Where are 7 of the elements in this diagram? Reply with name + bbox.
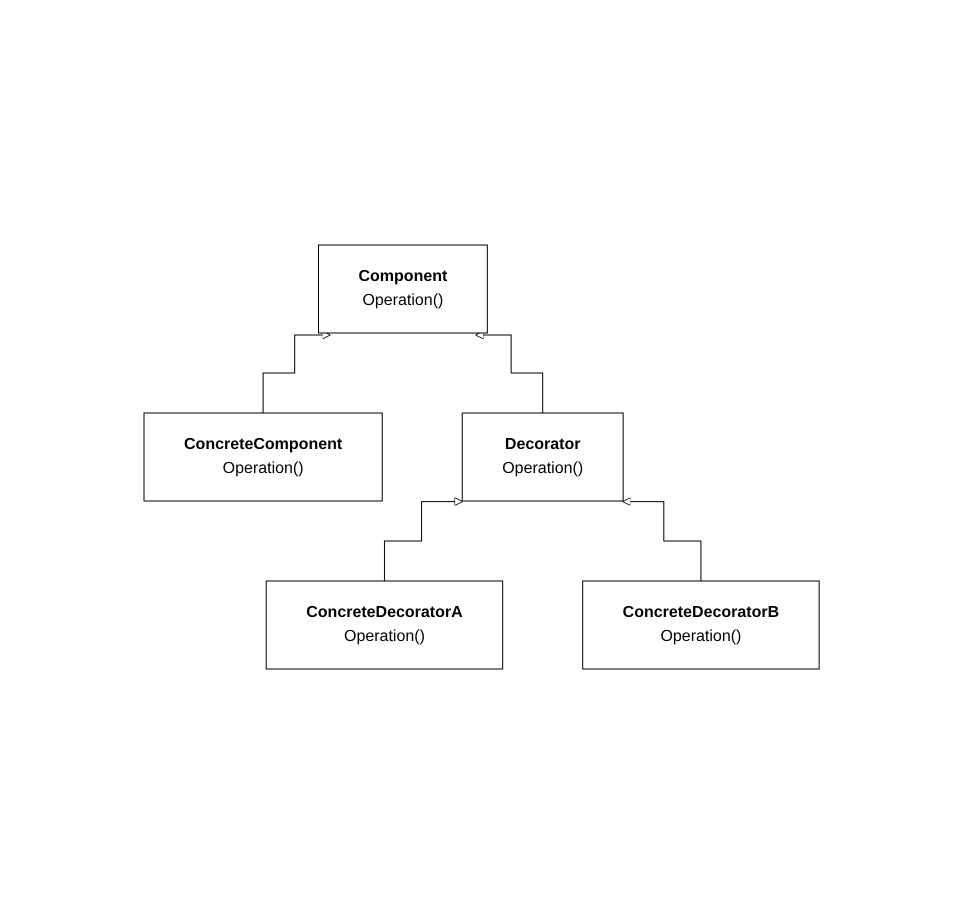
arrow	[622, 496, 702, 581]
node-box: ConcreteComponent Operation()	[143, 412, 383, 501]
node-box: Decorator Operation()	[462, 412, 624, 501]
node-box: ConcreteDecoratorA Operation()	[266, 580, 504, 669]
node-box: Component Operation()	[318, 244, 488, 333]
arrow	[384, 496, 463, 581]
node-box: ConcreteDecoratorB Operation()	[582, 580, 820, 669]
